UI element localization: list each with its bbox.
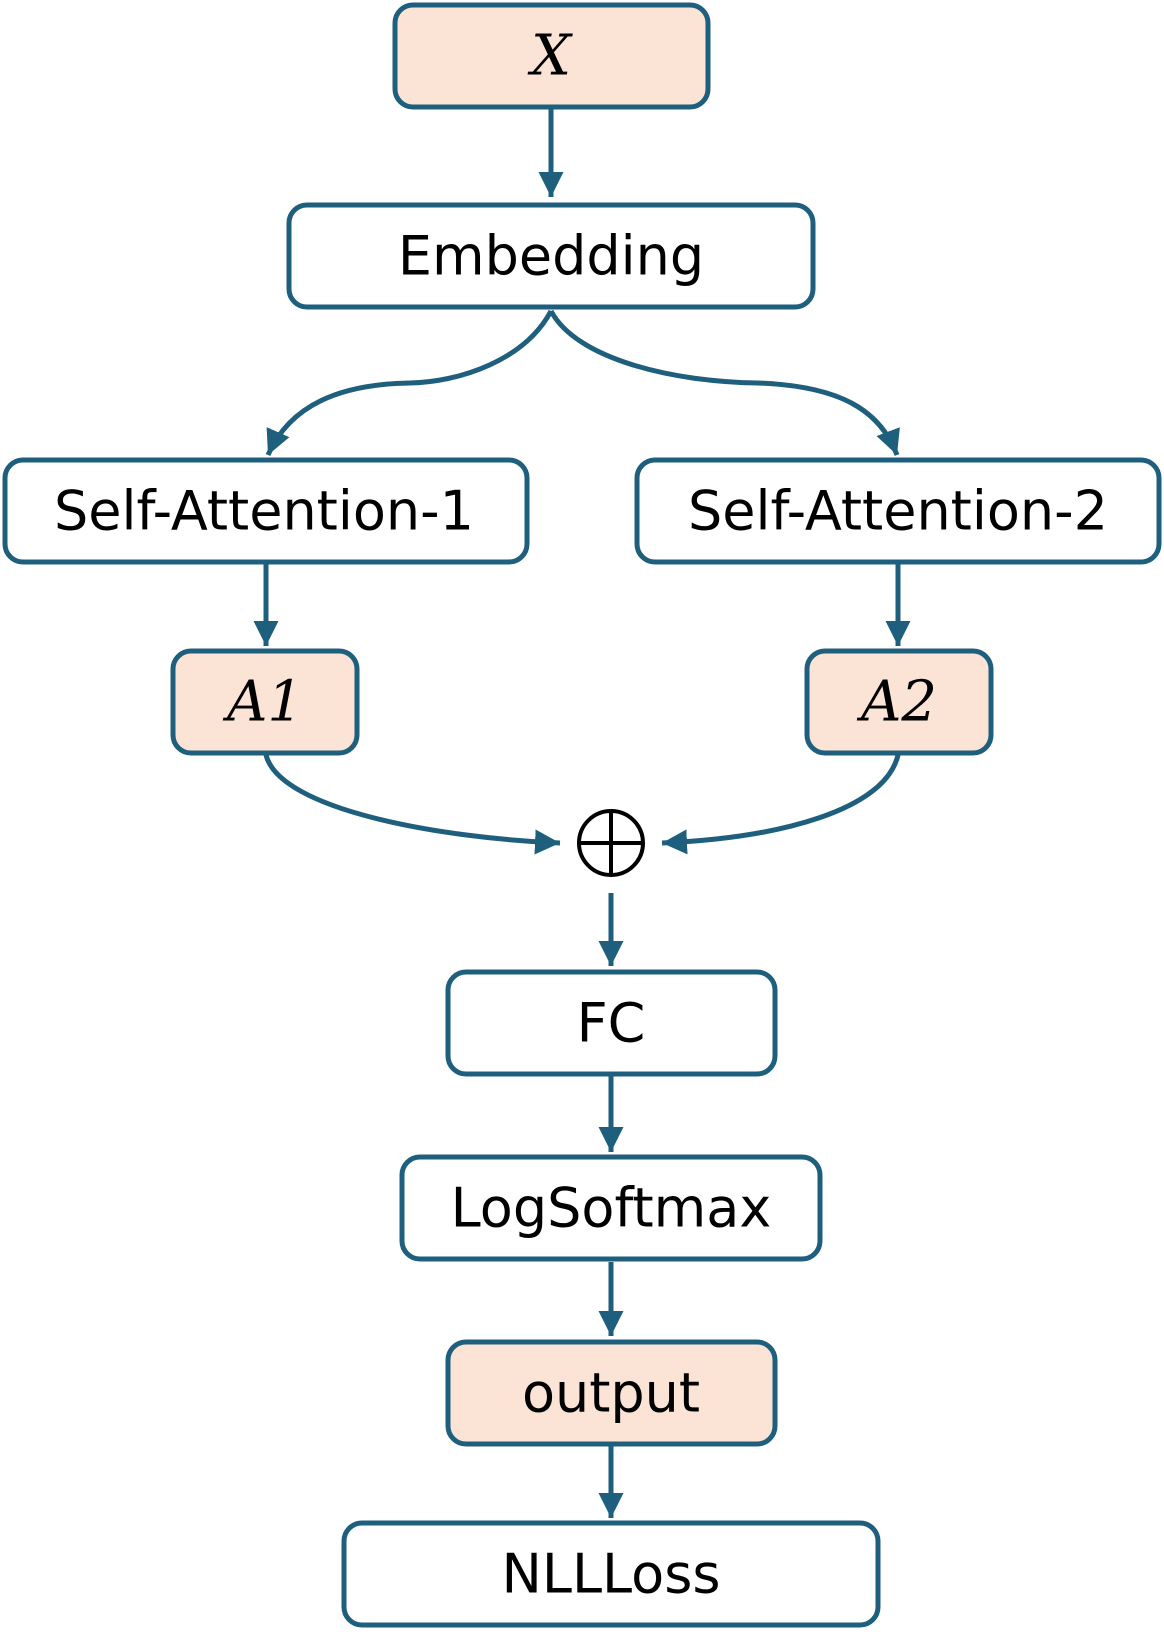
node-x: X	[392, 2, 711, 110]
node-nllloss-label: NLLLoss	[501, 1543, 720, 1606]
edge-embedding-to-self-attention-2	[548, 309, 900, 456]
node-output-label: output	[522, 1362, 700, 1425]
node-nllloss: NLLLoss	[341, 1520, 881, 1628]
node-self-attention-2: Self-Attention-2	[634, 457, 1162, 565]
node-sum	[577, 809, 645, 877]
edge-a2-to-sum	[661, 754, 901, 855]
node-self-attention-2-label: Self-Attention-2	[688, 480, 1108, 543]
node-embedding: Embedding	[286, 202, 816, 310]
edge-embedding-to-self-attention-1	[265, 309, 554, 457]
edge-a1-to-sum	[263, 754, 561, 855]
node-self-attention-1: Self-Attention-1	[2, 457, 530, 565]
node-a1: A1	[170, 648, 360, 756]
node-fc-label: FC	[577, 992, 646, 1055]
node-a2: A2	[804, 648, 994, 756]
node-fc: FC	[445, 969, 778, 1077]
node-self-attention-1-label: Self-Attention-1	[54, 480, 474, 543]
node-a1-label: A1	[222, 670, 303, 735]
node-embedding-label: Embedding	[398, 225, 704, 288]
node-logsoftmax-label: LogSoftmax	[451, 1177, 772, 1240]
edges	[253, 107, 911, 1518]
node-output: output	[445, 1339, 778, 1447]
node-x-label: X	[527, 24, 573, 89]
node-logsoftmax: LogSoftmax	[399, 1154, 823, 1262]
node-a2-label: A2	[856, 670, 937, 735]
